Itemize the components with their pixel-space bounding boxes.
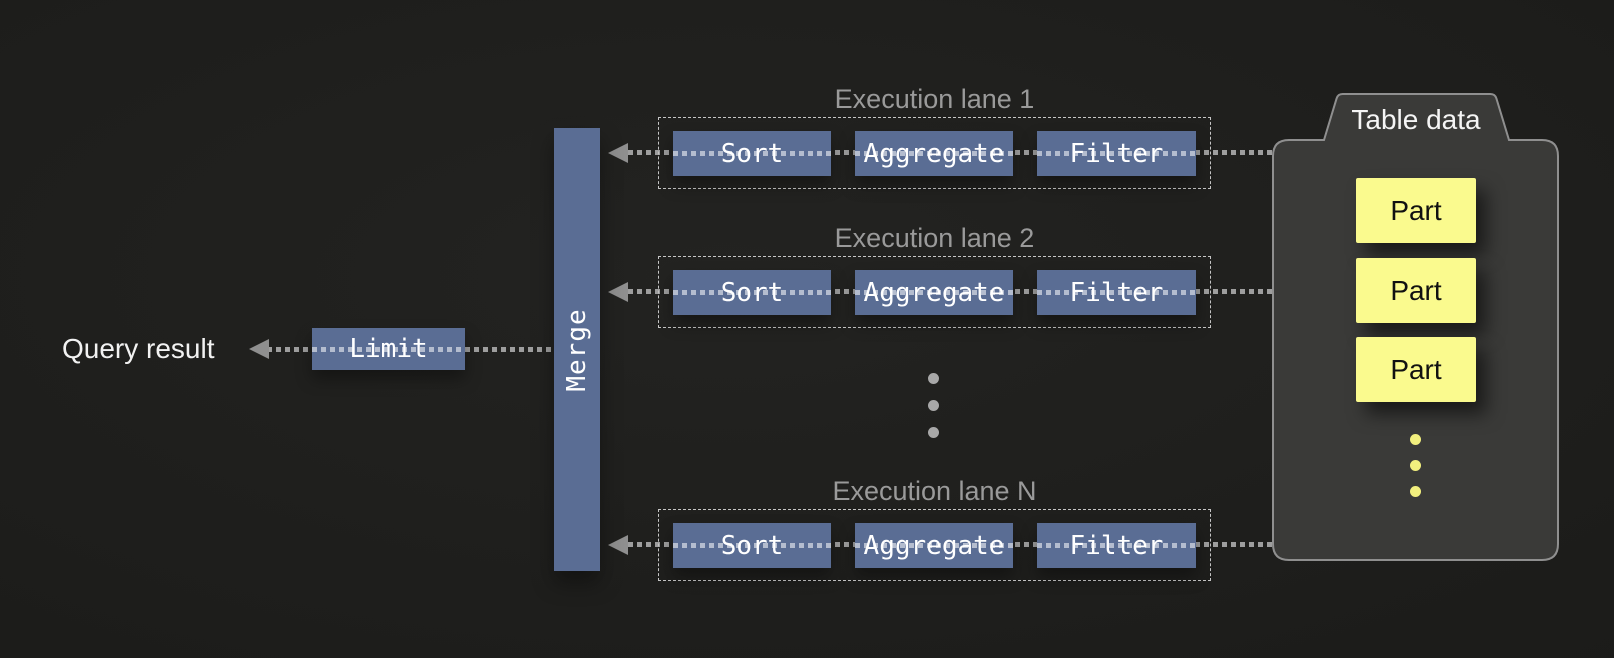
lane-n-filter-node: Filter <box>1037 523 1196 568</box>
ellipsis-dot <box>928 400 939 411</box>
part-label: Part <box>1390 274 1442 306</box>
query-result-label: Query result <box>62 333 215 364</box>
dotted-connector <box>465 347 554 352</box>
lane-2-aggregate-node: Aggregate <box>855 270 1013 315</box>
operator-label: Filter <box>1069 138 1164 169</box>
limit-node-label: Limit <box>349 334 428 364</box>
lane-n-boundary <box>658 509 1211 581</box>
table-data-title: Table data <box>1351 104 1481 135</box>
lane-2-filter-node: Filter <box>1037 270 1196 315</box>
ellipsis-dot <box>928 373 939 384</box>
lane-2-sort-node: Sort <box>673 270 831 315</box>
lane-2-boundary <box>658 256 1211 328</box>
arrow-left-icon <box>608 282 628 302</box>
ellipsis-dot <box>1410 460 1421 471</box>
lane-1-aggregate-node: Aggregate <box>855 131 1013 176</box>
operator-label: Aggregate <box>863 138 1005 169</box>
part-node: Part <box>1356 258 1476 323</box>
lane-1-filter-node: Filter <box>1037 131 1196 176</box>
ellipsis-dot <box>1410 486 1421 497</box>
lane-n-aggregate-node: Aggregate <box>855 523 1013 568</box>
merge-node: Merge <box>554 128 600 571</box>
part-label: Part <box>1390 353 1442 385</box>
ellipsis-dot <box>928 427 939 438</box>
part-label: Part <box>1390 194 1442 226</box>
arrow-left-icon <box>608 535 628 555</box>
lane-1-title: Execution lane 1 <box>834 84 1035 114</box>
lane-1-sort-node: Sort <box>673 131 831 176</box>
limit-node: Limit <box>312 328 465 370</box>
more-parts-ellipsis <box>1410 434 1421 497</box>
operator-label: Aggregate <box>863 530 1005 561</box>
lane-1-boundary <box>658 117 1211 189</box>
lane-2-title: Execution lane 2 <box>834 223 1035 253</box>
more-lanes-ellipsis <box>928 373 939 438</box>
operator-label: Aggregate <box>863 277 1005 308</box>
arrow-left-icon <box>608 143 628 163</box>
lane-n-title: Execution lane N <box>832 476 1037 506</box>
dotted-connector <box>267 347 312 352</box>
merge-node-label: Merge <box>562 307 592 392</box>
operator-label: Sort <box>720 138 784 169</box>
part-node: Part <box>1356 337 1476 402</box>
ellipsis-dot <box>1410 434 1421 445</box>
operator-label: Filter <box>1069 530 1164 561</box>
lane-n-sort-node: Sort <box>673 523 831 568</box>
arrow-left-icon <box>249 339 269 359</box>
operator-label: Sort <box>720 530 784 561</box>
operator-label: Filter <box>1069 277 1164 308</box>
part-node: Part <box>1356 178 1476 243</box>
operator-label: Sort <box>720 277 784 308</box>
